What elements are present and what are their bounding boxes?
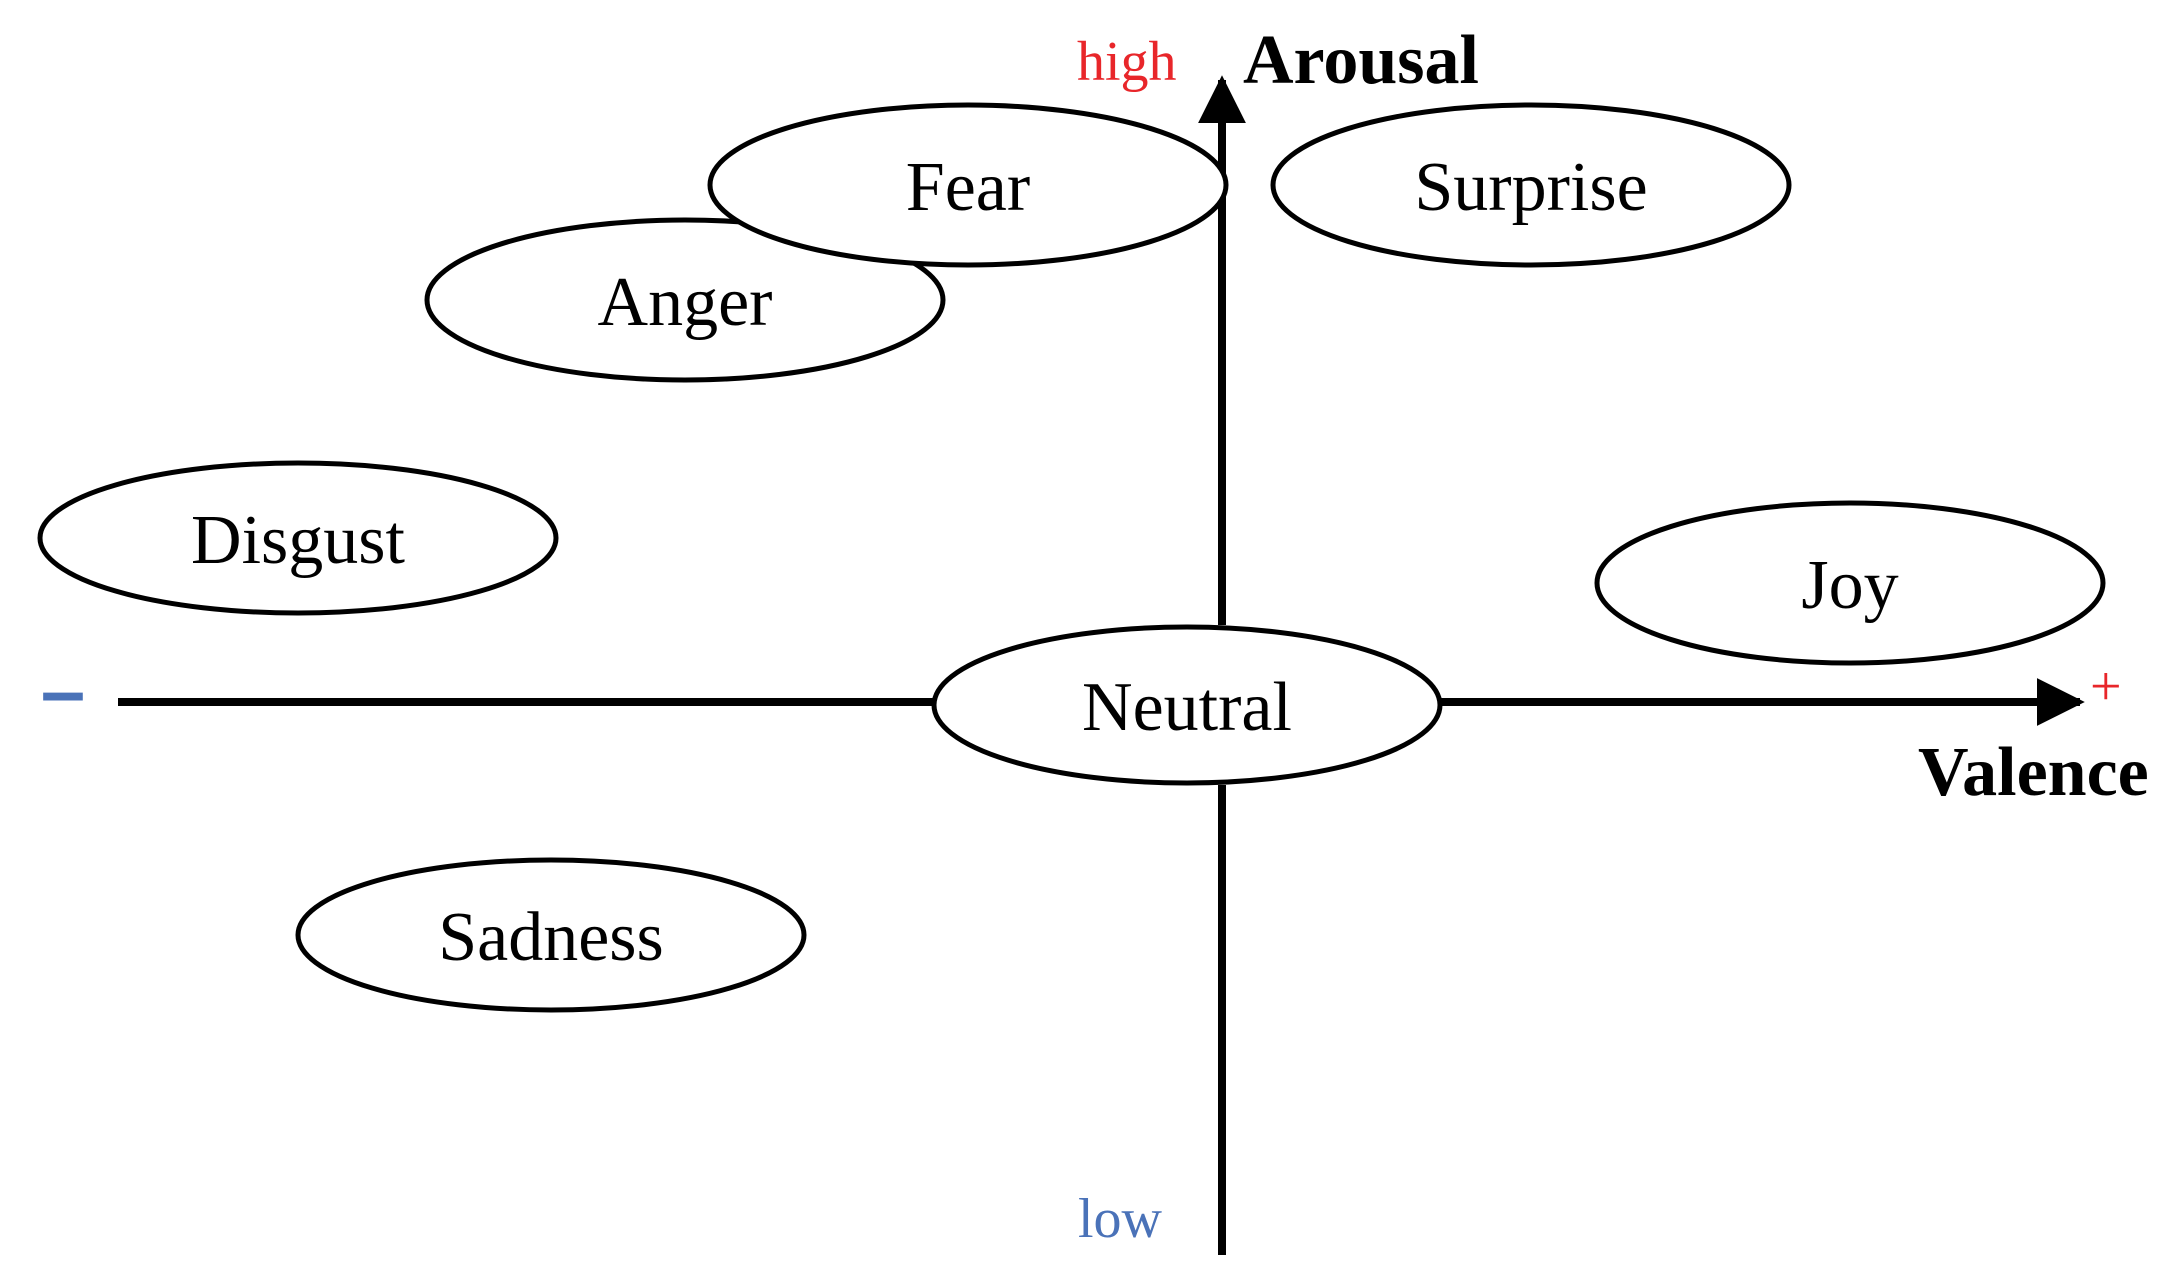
arousal-axis-title: Arousal xyxy=(1243,22,1479,99)
emotion-neutral-label: Neutral xyxy=(1082,669,1292,746)
emotion-anger-label: Anger xyxy=(598,264,773,341)
emotion-disgust-ellipse xyxy=(37,460,559,616)
emotion-neutral-ellipse xyxy=(931,624,1443,786)
emotion-joy-ellipse xyxy=(1594,500,2106,666)
valence-positive-label: + xyxy=(2090,656,2122,718)
emotion-surprise: Surprise xyxy=(1270,102,1792,268)
valence-negative-label: – xyxy=(41,646,86,735)
emotion-anger-ellipse xyxy=(424,217,946,383)
emotion-fear: Fear xyxy=(707,102,1229,268)
emotion-surprise-ellipse xyxy=(1270,102,1792,268)
emotion-surprise-label: Surprise xyxy=(1414,149,1647,226)
emotion-fear-ellipse xyxy=(707,102,1229,268)
emotion-anger: Anger xyxy=(424,217,946,383)
arousal-high-label: high xyxy=(1077,31,1177,93)
arousal-low-label: low xyxy=(1078,1188,1163,1250)
emotion-joy-label: Joy xyxy=(1801,547,1898,624)
emotion-neutral: Neutral xyxy=(931,624,1443,786)
emotion-disgust: Disgust xyxy=(37,460,559,616)
emotion-sadness-label: Sadness xyxy=(438,899,664,976)
emotion-fear-label: Fear xyxy=(906,149,1030,226)
emotion-joy: Joy xyxy=(1594,500,2106,666)
emotion-disgust-label: Disgust xyxy=(191,502,405,579)
emotion-sadness-ellipse xyxy=(295,857,807,1013)
valence-axis-title: Valence xyxy=(1918,734,2149,811)
emotion-sadness: Sadness xyxy=(295,857,807,1013)
